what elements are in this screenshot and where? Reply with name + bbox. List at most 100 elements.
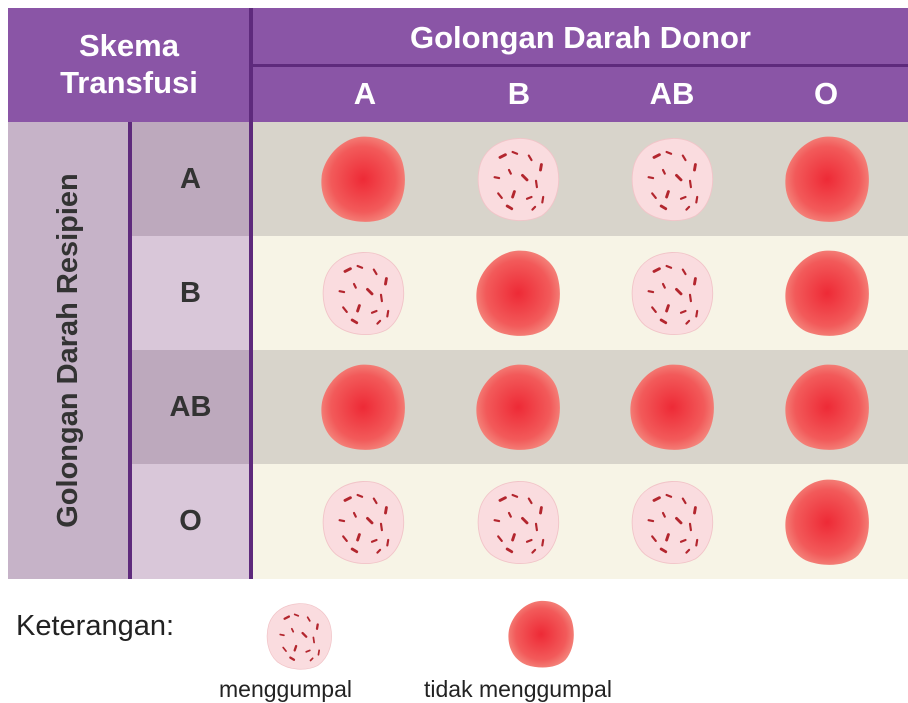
clump-mark [338,290,346,294]
clumped-blob [631,138,714,221]
not-clumped-cell [476,364,560,450]
recipient-sidebar [8,122,128,579]
donor-col-label: B [507,76,531,111]
clumped-blob [266,603,332,670]
clumped-cell [322,252,405,335]
clump-mark [370,309,378,314]
clump-mark [305,649,311,653]
clump-mark [695,195,699,204]
clumped-cell [477,481,560,564]
clump-mark [693,506,697,515]
clump-mark [498,496,507,502]
normal-blob [785,479,869,565]
clump-mark [497,535,503,542]
clump-mark [665,150,673,155]
body-vertical-divider [249,122,253,579]
clump-mark [498,153,507,159]
clump-mark [695,538,699,547]
clump-mark [665,304,670,313]
normal-blob [785,364,869,450]
clump-mark [343,267,352,273]
clump-mark [688,522,692,532]
not-clumped-cell [785,479,869,565]
normal-blob [321,136,405,222]
clump-mark [342,535,348,542]
scheme-title: Skema Transfusi [8,16,250,112]
clump-mark [527,497,533,505]
clump-mark [679,195,687,200]
clumped-blob [631,252,714,335]
clump-mark [531,548,537,554]
clump-mark [652,153,661,159]
clump-mark [531,205,537,211]
clump-mark [376,548,382,554]
clump-mark [511,533,516,542]
normal-blob [476,364,560,450]
clump-mark [685,205,691,211]
clump-mark [679,309,687,314]
normal-blob [476,250,560,336]
clump-mark [659,318,668,325]
recipient-row-label: A [132,122,249,236]
clump-mark [541,538,545,547]
not-clumped-cell [630,364,714,450]
clumped-blob [322,481,405,564]
clump-mark [352,511,357,518]
clump-mark [511,493,519,498]
clump-mark [386,538,390,547]
clump-mark [366,516,374,525]
clump-mark [661,168,666,175]
clump-mark [507,511,512,518]
clumped-cell [631,138,714,221]
clump-mark [356,264,364,269]
clump-mark [507,168,512,175]
clump-mark [283,615,291,620]
clump-mark [309,657,314,662]
clump-mark [534,522,538,532]
clumped-cell [322,481,405,564]
clump-mark [342,306,348,313]
clumped-cell [631,252,714,335]
legend-not-clumped-icon [508,600,574,668]
clump-mark [675,516,683,525]
legend-title: Keterangan: [16,610,175,642]
clump-mark [659,204,668,211]
clump-mark [356,493,364,498]
clump-mark [647,290,655,294]
donor-col-label: AB [649,76,695,111]
clump-mark [647,519,655,523]
clump-mark [338,519,346,523]
not-clumped-cell [321,364,405,450]
clump-mark [315,623,319,630]
clump-mark [372,497,378,505]
clump-mark [317,649,321,656]
not-clumped-cell [321,136,405,222]
clumped-cell [631,481,714,564]
clump-mark [384,506,388,515]
legend-not-clumped-label: tidak menggumpal [424,676,612,702]
clump-mark [505,547,514,554]
clumped-blob [322,252,405,335]
clump-mark [665,533,670,542]
clump-mark [301,631,308,638]
clump-mark [693,163,697,172]
header-vertical-divider [249,8,253,122]
clump-mark [688,293,692,303]
clump-mark [652,496,661,502]
clump-mark [525,538,533,543]
clump-mark [659,547,668,554]
clump-mark [521,173,529,182]
clump-mark [685,548,691,554]
clump-mark [306,616,311,622]
donor-col-label: O [813,76,839,111]
recipient-row-label: B [132,236,249,350]
recipient-row-label: O [132,464,249,579]
clumped-blob [631,481,714,564]
clump-mark [511,190,516,199]
clump-mark [661,282,666,289]
clump-mark [681,497,687,505]
clump-mark [282,646,287,652]
clump-mark [376,319,382,325]
header-horizontal-divider [253,64,908,67]
clump-mark [541,195,545,204]
